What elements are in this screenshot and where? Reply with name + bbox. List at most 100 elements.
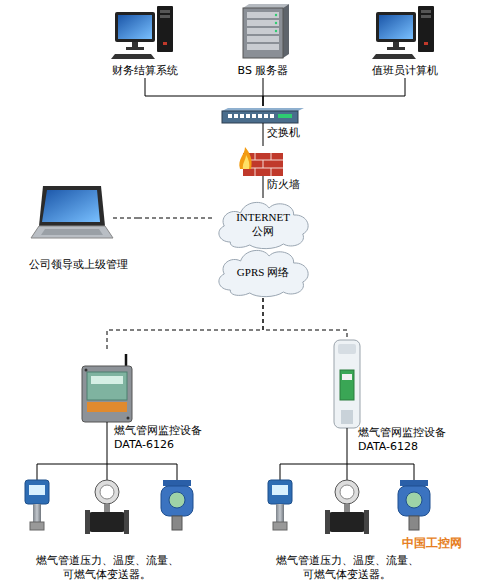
node-label: BS 服务器 xyxy=(238,64,289,78)
switch-node: 交换机 xyxy=(222,106,304,140)
server-icon xyxy=(243,4,289,58)
icon-part xyxy=(340,370,354,400)
icon-part xyxy=(275,22,277,24)
connector xyxy=(263,192,264,198)
icon-part xyxy=(177,464,178,480)
icon-part xyxy=(243,155,250,169)
watermark: 中国工控网 xyxy=(402,535,462,552)
icon-part xyxy=(247,12,279,18)
icon-part xyxy=(275,14,277,16)
icon-part xyxy=(239,147,251,169)
node-label: 值班员计算机 xyxy=(372,64,438,78)
icon-part xyxy=(247,36,279,42)
monitor-device-icon xyxy=(82,354,132,422)
icon-part xyxy=(243,4,289,8)
transmitter-branch xyxy=(37,464,414,480)
connector xyxy=(347,454,348,476)
wire-stub xyxy=(107,422,108,452)
node-label: 公司领导或上级管理 xyxy=(29,258,128,272)
firewall-icon xyxy=(239,147,283,176)
icon-part xyxy=(42,190,100,222)
icon-part xyxy=(228,114,232,118)
icon-part xyxy=(246,114,250,118)
device-node: 燃气管网监控设备 DATA-6126 xyxy=(76,352,226,452)
icon-part xyxy=(37,464,38,480)
flow-meter xyxy=(325,480,369,534)
icon-part xyxy=(280,464,281,480)
icon-part xyxy=(222,111,298,123)
icon-part xyxy=(247,28,279,34)
node-label: 防火墙 xyxy=(267,178,300,192)
icon-part xyxy=(255,153,256,160)
icon-part xyxy=(91,376,123,384)
sensor-group: 燃气管道压力、温度、流量、 可燃气体变送器。 xyxy=(268,476,426,582)
node-label: 燃气管网监控设备 DATA-6128 xyxy=(358,426,450,454)
icon-part xyxy=(252,114,256,118)
computer-icon xyxy=(372,6,434,59)
computer-node: 财务结算系统 xyxy=(100,6,190,78)
gas-detector xyxy=(161,480,193,530)
pressure-transmitter xyxy=(25,480,49,530)
icon-part xyxy=(270,114,274,118)
icon-part xyxy=(264,114,268,118)
icon-part xyxy=(342,374,352,380)
node-label: 燃气管道压力、温度、流量、 可燃气体变送器。 xyxy=(272,554,422,582)
wire-stub xyxy=(347,428,348,454)
node-label: 燃气管道压力、温度、流量、 可燃气体变送器。 xyxy=(32,554,182,582)
server-node: BS 服务器 xyxy=(223,6,303,78)
monitor-device-icon xyxy=(334,340,360,428)
icon-part xyxy=(247,20,279,26)
cloud-outline xyxy=(219,202,308,248)
icon-part xyxy=(341,410,353,424)
cloud-shape xyxy=(212,198,314,250)
cloud-node: GPRS 网络 xyxy=(212,246,314,298)
icon-part xyxy=(258,114,262,118)
icon-part xyxy=(334,340,360,428)
firewall-node: 防火墙 xyxy=(222,146,304,192)
icon-part xyxy=(234,114,238,118)
connector xyxy=(263,78,405,106)
icon-part xyxy=(82,366,132,422)
node-label: 财务结算系统 xyxy=(112,64,178,78)
icon-part xyxy=(127,417,130,420)
wire-stub xyxy=(263,176,264,192)
icon-part xyxy=(41,229,103,235)
icon-part xyxy=(243,8,283,58)
wire-stub xyxy=(113,218,138,219)
icon-part xyxy=(85,369,88,372)
icon-part xyxy=(338,344,356,354)
cloud-outline xyxy=(219,250,308,296)
connector xyxy=(138,218,212,219)
node-label: INTERNET 公网 xyxy=(236,210,290,238)
switch-icon xyxy=(222,108,304,123)
connector xyxy=(107,452,108,476)
sensor-group: 燃气管道压力、温度、流量、 可燃气体变送器。 xyxy=(28,476,186,582)
flow-meter xyxy=(85,480,129,534)
connector xyxy=(263,298,347,338)
icon-part xyxy=(283,4,289,58)
computer-icon xyxy=(111,6,173,59)
laptop-icon xyxy=(31,186,113,238)
icon-part xyxy=(87,372,127,400)
icon-part xyxy=(87,402,127,412)
cloud-node: INTERNET 公网 xyxy=(212,198,314,250)
laptop-node: 公司领导或上级管理 xyxy=(18,184,138,272)
icon-part xyxy=(247,44,279,50)
icon-part xyxy=(347,476,348,480)
pressure-transmitter xyxy=(268,480,292,530)
icon-part xyxy=(39,186,105,226)
icon-part xyxy=(263,160,264,168)
icon-part xyxy=(414,464,415,480)
icon-part xyxy=(271,153,272,160)
icon-part xyxy=(31,226,113,238)
node-label: 交换机 xyxy=(267,126,300,140)
gas-detector xyxy=(398,480,430,530)
device-node: 燃气管网监控设备 DATA-6128 xyxy=(328,338,463,454)
wire-stub xyxy=(263,123,264,140)
icon-part xyxy=(275,30,277,32)
node-label: 燃气管网监控设备 DATA-6126 xyxy=(114,424,206,452)
node-label: GPRS 网络 xyxy=(237,265,289,279)
computer-node: 值班员计算机 xyxy=(360,6,450,78)
